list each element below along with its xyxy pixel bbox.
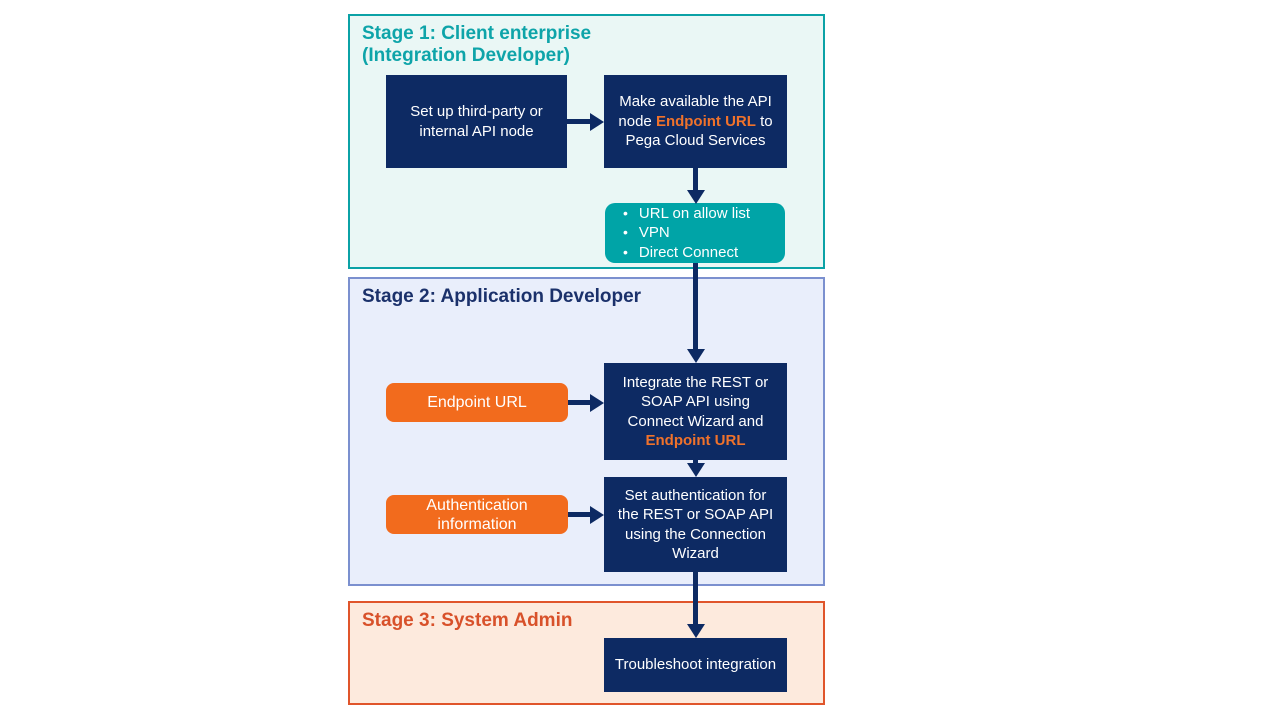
stage2-title: Stage 2: Application Developer	[362, 286, 642, 307]
arrow-setup-to-make-line	[567, 119, 591, 124]
arrow-connectivity-to-integrate-line	[693, 263, 698, 350]
endpoint-url-tag: Endpoint URL	[386, 383, 568, 422]
bullet-item-allow-list: URL on allow list	[623, 204, 775, 224]
stage3-title: Stage 3: System Admin	[362, 610, 573, 631]
arrow-endpoint-to-integrate-head	[590, 393, 604, 412]
arrow-make-to-connectivity-line	[693, 168, 698, 191]
make-available-endpoint-box: Make available the API node Endpoint URL…	[604, 75, 787, 168]
troubleshoot-integration-box: Troubleshoot integration	[604, 638, 787, 692]
arrow-integrate-to-setauth-line	[693, 460, 698, 465]
arrow-authinfo-to-setauth-head	[590, 505, 604, 524]
arrow-setauth-to-troubleshoot-head	[686, 624, 705, 638]
set-authentication-box: Set authentication for the REST or SOAP …	[604, 477, 787, 572]
arrow-setauth-to-troubleshoot-line	[693, 572, 698, 625]
bullet-item-direct-connect: Direct Connect	[623, 243, 775, 263]
stage1-title: Stage 1: Client enterprise (Integration …	[362, 23, 591, 67]
arrow-authinfo-to-setauth-line	[568, 512, 591, 517]
arrow-make-to-connectivity-head	[686, 190, 705, 204]
arrow-setup-to-make-head	[590, 112, 604, 131]
stage1-title-line1: Stage 1: Client enterprise	[362, 23, 592, 44]
connectivity-options-box: URL on allow list VPN Direct Connect	[605, 203, 785, 263]
authentication-info-tag: Authentication information	[386, 495, 568, 534]
arrow-integrate-to-setauth-head	[686, 463, 705, 477]
arrow-endpoint-to-integrate-line	[568, 400, 591, 405]
bullet-item-vpn: VPN	[623, 223, 775, 243]
arrow-connectivity-to-integrate-head	[686, 349, 705, 363]
integrate-api-box: Integrate the REST or SOAP API using Con…	[604, 363, 787, 460]
setup-api-node-box: Set up third-party or internal API node	[386, 75, 567, 168]
stage1-title-line2: (Integration Developer)	[362, 45, 570, 66]
